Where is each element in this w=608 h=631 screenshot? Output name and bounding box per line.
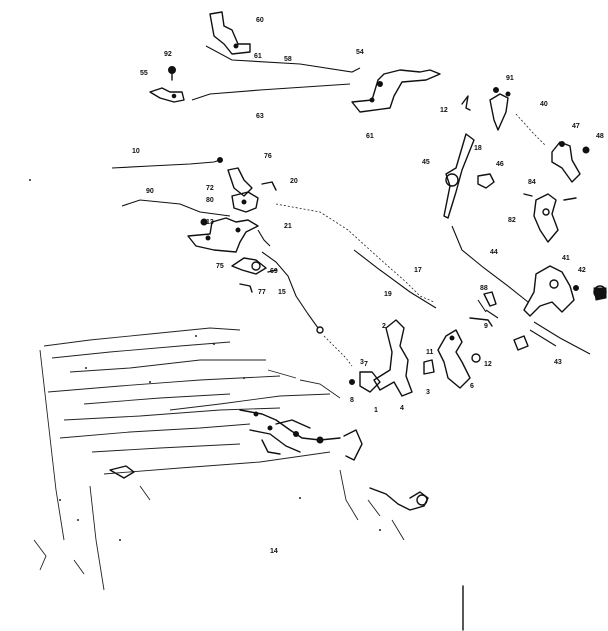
label-9: 9 <box>484 323 488 330</box>
label-18: 18 <box>474 145 482 152</box>
label-60: 60 <box>256 17 264 24</box>
rod-88-pin <box>477 299 487 313</box>
label-88: 88 <box>480 285 488 292</box>
label-19: 19 <box>384 291 392 298</box>
part-41-assembly <box>523 265 607 317</box>
part-91-latch <box>489 87 511 131</box>
base-frame <box>33 327 405 591</box>
label-84: 84 <box>528 179 536 186</box>
label-11: 11 <box>426 349 434 356</box>
part-88-link <box>483 291 499 319</box>
rod-15 <box>261 251 319 329</box>
label-80: 80 <box>206 197 214 204</box>
part-47-cam <box>551 141 581 183</box>
part-60-bracket <box>209 11 251 55</box>
label-15: 15 <box>278 289 286 296</box>
part-7-washer <box>349 371 381 393</box>
part-82-bracket <box>533 193 559 243</box>
label-12b: 12 <box>484 361 492 368</box>
part-77-clip <box>239 283 253 293</box>
callout-labels: 60 92 55 61 58 63 54 61 91 12 40 47 48 4… <box>132 17 604 555</box>
label-4: 4 <box>400 405 404 412</box>
rod-10-upper <box>111 159 221 169</box>
label-3b: 3 <box>360 359 364 366</box>
part-72-cam <box>231 191 259 213</box>
part-12-lever <box>437 329 481 389</box>
label-17: 17 <box>414 267 422 274</box>
label-7: 7 <box>364 361 368 368</box>
label-91: 91 <box>506 75 514 82</box>
label-20: 20 <box>290 178 298 185</box>
part-54-bracket <box>351 69 441 113</box>
label-92: 92 <box>164 51 172 58</box>
label-58: 58 <box>284 56 292 63</box>
label-43: 43 <box>554 359 562 366</box>
part-46-cap <box>477 173 495 189</box>
part-75-lever <box>231 257 277 275</box>
label-55: 55 <box>140 70 148 77</box>
label-61b: 61 <box>366 133 374 140</box>
label-75: 75 <box>216 263 224 270</box>
label-13: 13 <box>206 219 214 226</box>
part-11-pin <box>423 359 435 375</box>
rod-18 <box>353 249 437 309</box>
rod-43b <box>529 329 557 347</box>
part-88-bar <box>469 317 493 327</box>
part-12-clip <box>461 95 471 111</box>
label-41: 41 <box>562 255 570 262</box>
label-82: 82 <box>508 217 516 224</box>
part-84-pin <box>523 193 577 201</box>
label-48: 48 <box>596 133 604 140</box>
part-13-bracket <box>187 217 259 253</box>
label-8: 8 <box>350 397 354 404</box>
spring-long <box>275 203 435 303</box>
rod-90 <box>121 199 231 217</box>
part-48-nut <box>582 146 590 154</box>
label-3: 3 <box>426 389 430 396</box>
rod-58 <box>205 45 361 73</box>
label-63: 63 <box>256 113 264 120</box>
rod-44 <box>451 225 529 303</box>
spring-40 <box>515 113 547 147</box>
spring-17 <box>323 335 353 367</box>
label-6: 6 <box>470 383 474 390</box>
label-61: 61 <box>254 53 262 60</box>
label-12: 12 <box>440 107 448 114</box>
rod-43 <box>533 321 591 355</box>
label-40: 40 <box>540 101 548 108</box>
label-1: 1 <box>374 407 378 414</box>
label-2: 2 <box>382 323 386 330</box>
label-72: 72 <box>206 185 214 192</box>
linkage-cluster <box>109 409 429 511</box>
label-76: 76 <box>264 153 272 160</box>
rod-63 <box>191 83 351 101</box>
label-21: 21 <box>284 223 292 230</box>
label-14: 14 <box>270 548 278 555</box>
label-77: 77 <box>258 289 266 296</box>
part-9-nut <box>513 335 529 351</box>
rod-21 <box>257 229 271 247</box>
label-10: 10 <box>132 148 140 155</box>
label-44: 44 <box>490 249 498 256</box>
label-45: 45 <box>422 159 430 166</box>
part-92-screw <box>168 66 176 81</box>
scan-specks <box>29 179 381 541</box>
label-69: 69 <box>270 268 278 275</box>
label-47: 47 <box>572 123 580 130</box>
label-42: 42 <box>578 267 586 274</box>
part-45-lever <box>443 133 475 219</box>
part-55-lever <box>149 87 185 103</box>
label-54: 54 <box>356 49 364 56</box>
part-2-arm <box>373 319 413 397</box>
label-90: 90 <box>146 188 154 195</box>
label-46: 46 <box>496 161 504 168</box>
part-76-lever <box>227 167 277 197</box>
